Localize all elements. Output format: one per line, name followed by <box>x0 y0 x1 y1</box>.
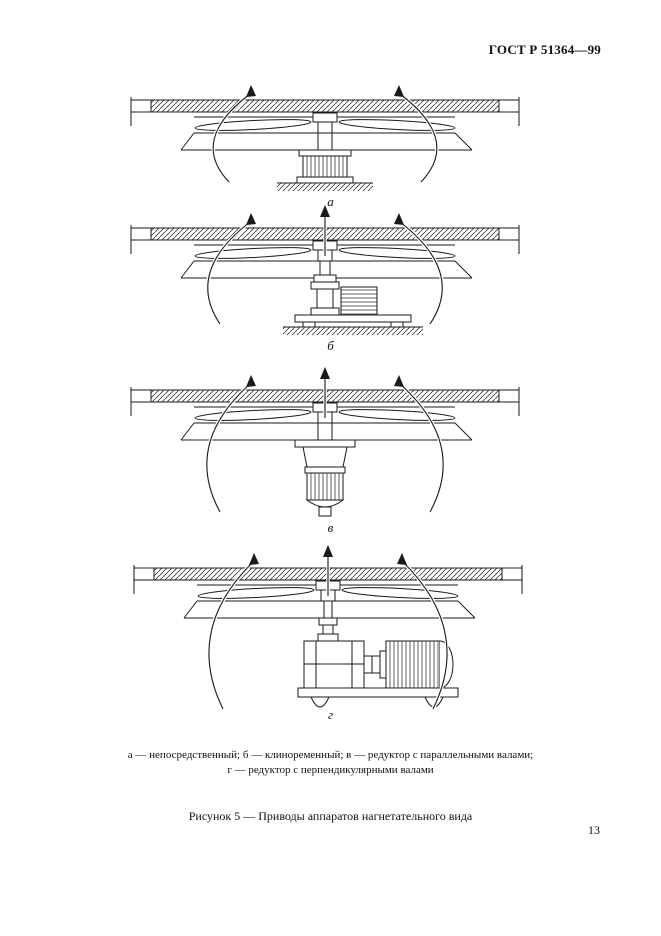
diagram-label-a: а <box>327 194 334 209</box>
airflow-arrows <box>206 205 444 325</box>
airflow-arrows <box>207 545 449 710</box>
diagram-direct-drive <box>125 84 525 196</box>
diagram-label-g: г <box>327 707 334 722</box>
v-belt-drive-unit <box>283 260 423 335</box>
diagram-vbelt-drive <box>125 205 525 340</box>
legend-line-1: а — непосредственный; б — клиноременный;… <box>127 749 534 761</box>
page-number: 13 <box>588 823 600 837</box>
fan-drive-drawing-a <box>130 85 520 191</box>
fan-drive-drawing-g <box>133 545 523 710</box>
standard-number: ГОСТ Р 51364—99 <box>488 42 601 57</box>
diagram-perpendicular-gearbox-drive <box>128 545 528 716</box>
figure-caption: Рисунок 5 — Приводы аппаратов нагнетател… <box>188 809 473 823</box>
fan-drive-drawing-v <box>130 367 520 517</box>
airflow-arrows <box>211 85 439 184</box>
diagram-label-b: б <box>327 338 334 353</box>
direct-motor <box>277 132 373 191</box>
perpendicular-shaft-gearbox-unit <box>297 600 459 708</box>
figure-legend: а — непосредственный; б — клиноременный;… <box>0 748 661 778</box>
airflow-arrows <box>205 367 445 513</box>
parallel-shaft-gearbox-unit <box>294 422 356 517</box>
legend-line-2: г — редуктор с перпендикулярными валами <box>227 764 434 776</box>
fan-drive-drawing-b <box>130 205 520 335</box>
diagram-label-v: в <box>327 520 334 535</box>
diagram-parallel-gearbox-drive <box>125 367 525 520</box>
